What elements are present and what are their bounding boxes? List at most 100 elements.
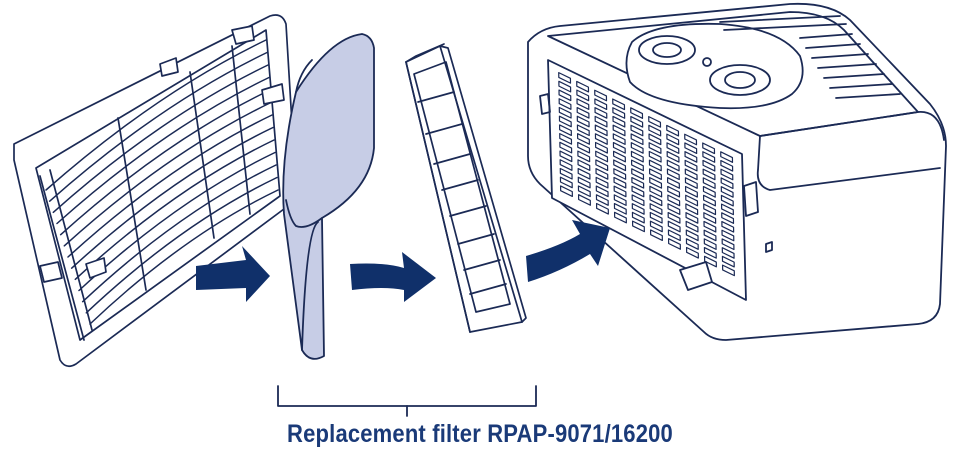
purifier-grid-cell bbox=[613, 176, 627, 189]
purifier-grid-cell bbox=[703, 203, 717, 216]
purifier-grid-cell bbox=[649, 177, 663, 189]
purifier-grid-cell bbox=[667, 211, 681, 224]
purifier-grid-cell bbox=[684, 185, 698, 198]
purifier-grid-cell bbox=[685, 246, 699, 259]
purifier-grid-cell bbox=[613, 168, 627, 180]
grille-slat bbox=[74, 139, 275, 281]
purifier-grid-cell bbox=[666, 168, 680, 181]
purifier-grid-cell bbox=[613, 211, 627, 224]
purifier-grid-cell bbox=[595, 159, 609, 172]
purifier-grid-cell bbox=[721, 247, 735, 259]
purifier-grid-cell bbox=[594, 107, 608, 119]
purifier-grid-cell bbox=[558, 115, 572, 128]
purifier-grid-cell bbox=[721, 229, 735, 242]
purifier-grid-cell bbox=[685, 203, 699, 216]
purifier-grid-cell bbox=[558, 72, 572, 84]
purifier-grid-cell bbox=[595, 185, 609, 198]
replacement-filter-caption: Replacement filter RPAP-9071/16200 bbox=[287, 420, 673, 448]
purifier-grid-cell bbox=[721, 255, 735, 268]
purifier-grid-cell bbox=[559, 133, 573, 145]
purifier-grid-cell bbox=[666, 142, 680, 154]
purifier-grid-cell bbox=[667, 220, 681, 233]
purifier-grid-cell bbox=[595, 150, 609, 163]
purifier-grid-cell bbox=[630, 150, 644, 163]
purifier-grid-cell bbox=[559, 176, 573, 189]
purifier-grid-cell bbox=[559, 150, 573, 163]
purifier-grid-cell bbox=[702, 151, 716, 163]
grille-slat bbox=[81, 164, 277, 303]
purifier-grid-cell bbox=[576, 133, 590, 145]
purifier-grid-cell bbox=[720, 194, 734, 207]
purifier-grid-cell bbox=[648, 116, 662, 128]
purifier-grid-cell bbox=[558, 124, 572, 137]
purifier-grid-cell bbox=[577, 167, 591, 180]
purifier-grid-cell bbox=[702, 159, 716, 172]
purifier-grid-cell bbox=[649, 194, 663, 207]
right-arrow-icon bbox=[350, 252, 436, 302]
grille-slat bbox=[52, 64, 269, 214]
purifier-grid-cell bbox=[576, 98, 590, 110]
front-grille-illustration bbox=[13, 14, 297, 368]
purifier-grid-cell bbox=[612, 107, 626, 119]
purifier-grid-cell bbox=[649, 211, 663, 224]
purifier-grid-cell bbox=[577, 141, 591, 154]
purifier-grid-cell bbox=[667, 229, 681, 242]
purifier-grid-cell bbox=[648, 142, 662, 154]
purifier-grid-cell bbox=[649, 220, 663, 233]
purifier-grid-cell bbox=[559, 185, 573, 198]
purifier-grid-cell bbox=[649, 203, 663, 215]
purifier-grid-cell bbox=[721, 212, 735, 224]
purifier-grid-cell bbox=[685, 212, 699, 224]
purifier-grid-cell bbox=[612, 98, 626, 111]
bracket-icon bbox=[277, 385, 537, 417]
purifier-grid-cell bbox=[666, 159, 680, 172]
purifier-grid-cell bbox=[576, 89, 590, 102]
grille-slat bbox=[89, 189, 279, 325]
grille-slat bbox=[85, 176, 278, 314]
purifier-grid-cell bbox=[703, 246, 717, 259]
purifier-grid-cell bbox=[558, 98, 572, 110]
purifier-grid-cell bbox=[720, 177, 734, 190]
purifier-grid-cell bbox=[631, 203, 645, 215]
purifier-grid-cell bbox=[684, 177, 698, 189]
purifier-grid-cell bbox=[559, 167, 573, 180]
purifier-grid-cell bbox=[684, 168, 698, 181]
purifier-grid-cell bbox=[630, 115, 644, 128]
purifier-grid-cell bbox=[631, 194, 645, 207]
grille-slat bbox=[63, 101, 272, 247]
purifier-grid-cell bbox=[703, 229, 717, 242]
purifier-grid-cell bbox=[703, 220, 717, 233]
purifier-grid-cell bbox=[594, 124, 608, 137]
purifier-grid-cell bbox=[720, 186, 734, 198]
purifier-grid-cell bbox=[612, 150, 626, 163]
purifier-grid-cell bbox=[630, 142, 644, 154]
purifier-grid-cell bbox=[630, 124, 644, 137]
grille-slat bbox=[70, 126, 274, 269]
purifier-grid-cell bbox=[612, 141, 626, 154]
purifier-grid-cell bbox=[666, 124, 680, 137]
purifier-grid-cell bbox=[684, 133, 698, 146]
purifier-grid-cell bbox=[703, 238, 717, 250]
purifier-grid-cell bbox=[648, 133, 662, 146]
purifier-grid-cell bbox=[703, 255, 717, 268]
purifier-grid-cell bbox=[576, 115, 590, 128]
purifier-grid-cell bbox=[630, 107, 644, 119]
purifier-grid-cell bbox=[684, 151, 698, 163]
purifier-grid-cell bbox=[613, 159, 627, 172]
purifier-grid-cell bbox=[576, 106, 590, 119]
grille-slat bbox=[48, 51, 268, 202]
purifier-grid-cell bbox=[577, 194, 591, 206]
purifier-grid-cell bbox=[612, 124, 626, 137]
grille-slat bbox=[59, 89, 271, 236]
step-arrows bbox=[196, 220, 610, 302]
purifier-grid-cell bbox=[685, 220, 699, 233]
purifier-grid-cell bbox=[649, 185, 663, 198]
purifier-grid-cell bbox=[594, 141, 608, 154]
purifier-grid-cell bbox=[685, 238, 699, 250]
purifier-grid-cell bbox=[594, 89, 608, 102]
purifier-grid-cell bbox=[577, 176, 591, 189]
grille-slat bbox=[67, 114, 273, 258]
purifier-grid-cell bbox=[594, 98, 608, 111]
